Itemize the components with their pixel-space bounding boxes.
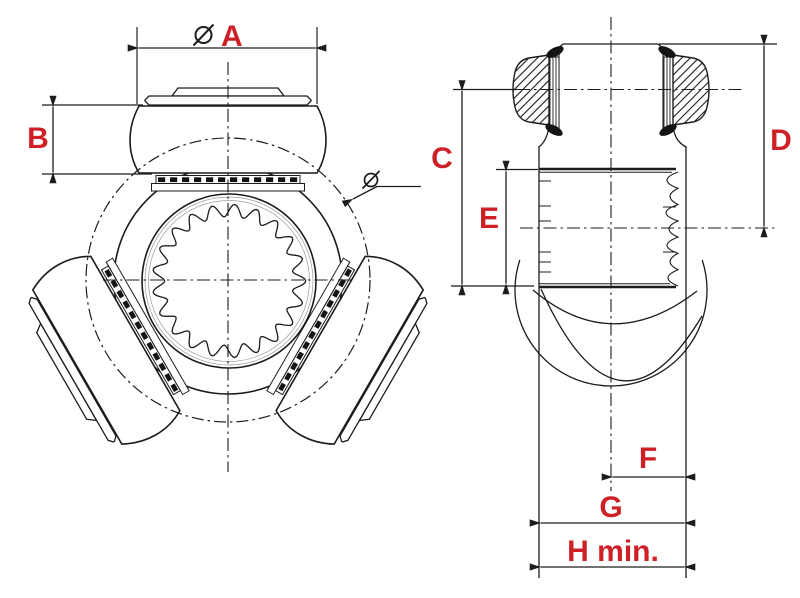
dim-c-label: C bbox=[431, 142, 453, 175]
circlip-top-right bbox=[658, 46, 676, 58]
dim-f: F bbox=[601, 442, 696, 481]
needle-dash bbox=[290, 177, 298, 183]
trunnion-cap-lower-disc bbox=[144, 95, 312, 106]
dim-e: E bbox=[479, 160, 538, 295]
dim-e-label: E bbox=[479, 202, 499, 235]
dim-a-label: A bbox=[221, 20, 243, 53]
pitch-diameter-leader bbox=[341, 170, 421, 208]
spline-left-ticks bbox=[539, 180, 551, 273]
dim-a: A bbox=[127, 20, 327, 104]
dim-f-label: F bbox=[639, 442, 657, 475]
dim-h-min: H min. bbox=[529, 535, 696, 571]
roller-pitch-circle bbox=[85, 137, 371, 423]
dim-b-label: B bbox=[27, 122, 49, 155]
dim-h-label: H min. bbox=[567, 535, 659, 568]
bell-outer-circle-arc bbox=[514, 259, 708, 387]
needle-dash bbox=[230, 177, 238, 183]
dim-b: B bbox=[27, 95, 152, 184]
bore-spline-teeth bbox=[152, 203, 307, 359]
roller-assembly-lower-left bbox=[11, 238, 201, 462]
needle-roller-dashes bbox=[158, 177, 298, 183]
diameter-icon bbox=[192, 23, 215, 47]
bell-mouth-arc-shallow bbox=[532, 289, 698, 325]
circlip-bottom-left bbox=[545, 124, 563, 136]
dim-g: G bbox=[529, 491, 696, 527]
needle-dash bbox=[170, 177, 178, 183]
bell-outline bbox=[514, 259, 708, 387]
side-view bbox=[512, 17, 778, 578]
roller-section-left bbox=[512, 54, 550, 126]
bell-mouth-arc-deep bbox=[540, 288, 703, 382]
trunnion-assembly bbox=[512, 43, 710, 136]
hub-body bbox=[538, 127, 687, 578]
needle-dash bbox=[194, 177, 202, 183]
dimensions: A B C D bbox=[27, 20, 792, 571]
bore-construction-circle-1 bbox=[144, 196, 314, 366]
front-view bbox=[11, 62, 445, 472]
dim-g-label: G bbox=[599, 491, 622, 524]
needle-dash bbox=[242, 177, 250, 183]
bore-construction-circle-2 bbox=[148, 200, 310, 362]
needle-dash bbox=[182, 177, 190, 183]
hub-neck-left bbox=[538, 127, 550, 148]
circlip-top-left bbox=[546, 46, 564, 58]
needle-strip-left bbox=[548, 56, 560, 130]
needle-strip-right bbox=[662, 56, 674, 130]
needle-dash bbox=[206, 177, 214, 183]
needle-dash bbox=[278, 177, 286, 183]
leader-arrow-line bbox=[341, 185, 378, 208]
roller-assembly-lower-right bbox=[255, 238, 445, 462]
needle-dash bbox=[158, 177, 166, 183]
circlip-bottom-right bbox=[659, 124, 677, 136]
hub-neck-right bbox=[672, 127, 687, 148]
diameter-icon bbox=[361, 170, 381, 190]
spline-teeth-profile bbox=[665, 171, 680, 287]
dim-d-label: D bbox=[770, 124, 792, 157]
spline-bore bbox=[141, 193, 317, 369]
dim-d: D bbox=[659, 34, 792, 238]
dim-c: C bbox=[431, 80, 534, 296]
needle-dash bbox=[266, 177, 274, 183]
spline-section bbox=[539, 167, 680, 289]
needle-dash bbox=[254, 177, 262, 183]
bore-outer-circle bbox=[141, 193, 317, 369]
needle-dash bbox=[218, 177, 226, 183]
